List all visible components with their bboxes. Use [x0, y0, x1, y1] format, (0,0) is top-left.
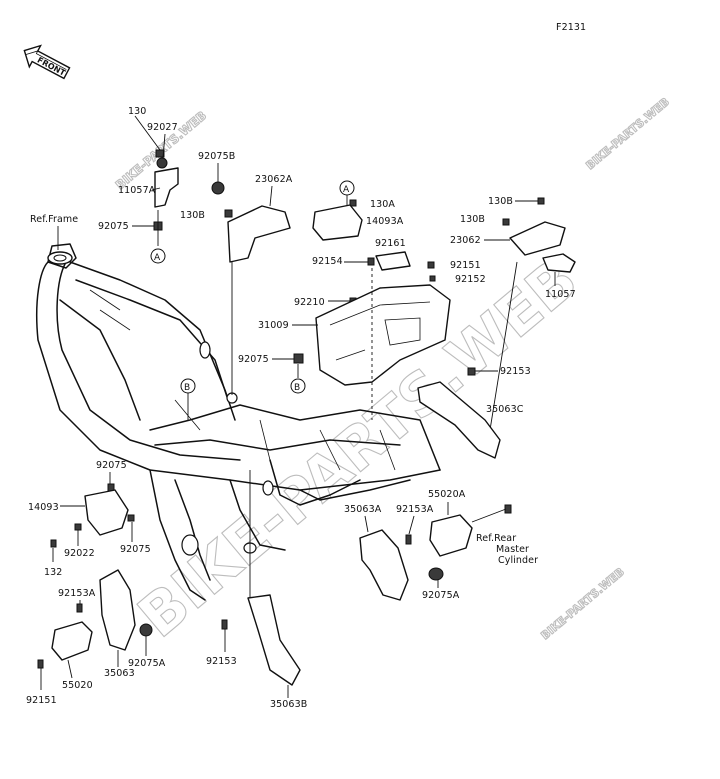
bolt-92151-b — [37, 659, 44, 669]
label-92075-c: 92075 — [96, 460, 127, 471]
step-bracket-center: 35063A 92153A 55020A 92075A Ref.Rear Mas… — [344, 489, 538, 601]
bolt-92153-b — [221, 619, 228, 630]
label-35063A: 35063A — [344, 504, 382, 515]
step-bracket-right: 92153 35063C — [417, 366, 531, 459]
label-55020: 55020 — [62, 680, 93, 691]
label-130B-b: 130B — [488, 196, 513, 207]
front-arrow: FRONT — [23, 44, 71, 80]
label-92075-a: 92075 — [98, 221, 129, 232]
bolt-92154 — [367, 257, 375, 266]
bracket-35063C — [417, 381, 501, 459]
clip-92152 — [429, 275, 436, 282]
battery-case-group: A 130A 14093A 92161 92154 92151 92152 92… — [238, 180, 486, 420]
bracket-11057 — [542, 253, 576, 273]
clip-92022 — [74, 523, 82, 531]
main-frame — [35, 243, 441, 601]
battery-case-31009 — [315, 284, 451, 386]
label-92075B: 92075B — [198, 151, 235, 162]
label-92153-a: 92153 — [500, 366, 531, 377]
label-132: 132 — [44, 567, 62, 578]
bolt-130B-b — [537, 197, 545, 205]
step-bracket-left: 92153A 92075A 35063 55020 92151 — [26, 569, 166, 706]
grommet-92075B — [211, 181, 225, 195]
label-92210: 92210 — [294, 297, 325, 308]
label-92027: 92027 — [147, 122, 178, 133]
bracket-23062A — [227, 205, 291, 263]
collar-92075A-a — [428, 567, 444, 581]
bracket-23062 — [509, 221, 566, 256]
label-11057A: 11057A — [118, 185, 156, 196]
collar-92075-d — [127, 514, 135, 522]
pad-92161 — [375, 251, 411, 271]
label-92075-b: 92075 — [238, 354, 269, 365]
label-31009: 31009 — [258, 320, 289, 331]
bracket-group-top-left: 130 92027 11057A 92075B 92075 A 130B 230… — [98, 106, 293, 395]
label-92022: 92022 — [64, 548, 95, 559]
grommet-92027 — [156, 157, 168, 169]
marker-a-left: A — [154, 253, 161, 263]
collar-92075A-b — [139, 623, 153, 637]
bracket-35063 — [99, 569, 136, 651]
bracket-group-top-right: 130B 130B 23062 11057 — [450, 196, 576, 431]
label-92075-d: 92075 — [120, 544, 151, 555]
label-92075A-a: 92075A — [422, 590, 460, 601]
ref-frame-label: Ref.Frame — [30, 214, 78, 225]
stay-bottom-center: 92153 35063B — [206, 470, 307, 710]
label-92152: 92152 — [455, 274, 486, 285]
label-130B-a: 130B — [180, 210, 205, 221]
marker-a-top: A — [343, 185, 350, 195]
bolt-92153A-a — [405, 534, 412, 545]
diagram-code: F2131 — [556, 22, 586, 33]
cover-14093 — [84, 489, 129, 536]
label-92153A-b: 92153A — [58, 588, 96, 599]
ref-rear-label-2: Master — [496, 544, 529, 555]
marker-b-left: B — [184, 383, 190, 393]
left-cover-group: 92075 14093 92075 92022 132 — [28, 460, 151, 578]
bolt-92153A-b — [76, 603, 83, 613]
label-92153A-a: 92153A — [396, 504, 434, 515]
cover-14093A — [312, 204, 363, 241]
label-14093A: 14093A — [366, 216, 404, 227]
bolt-92153-a — [467, 367, 476, 376]
bolt-130B-a — [224, 209, 233, 218]
ref-rear-label-1: Ref.Rear — [476, 533, 516, 544]
collar-92075-b — [293, 353, 304, 364]
label-130: 130 — [128, 106, 146, 117]
guard-55020A — [429, 514, 473, 557]
bolt-132 — [50, 539, 57, 548]
label-92153-b: 92153 — [206, 656, 237, 667]
label-14093: 14093 — [28, 502, 59, 513]
label-92151-b: 92151 — [26, 695, 57, 706]
label-35063: 35063 — [104, 668, 135, 679]
label-92154: 92154 — [312, 256, 343, 267]
marker-b-right: B — [294, 383, 300, 393]
label-92151-a: 92151 — [450, 260, 481, 271]
bolt-130B-c — [502, 218, 510, 226]
ref-rear-label-3: Cylinder — [498, 555, 538, 566]
bolt-130A — [349, 199, 357, 207]
label-130B-c: 130B — [460, 214, 485, 225]
label-92075A-b: 92075A — [128, 658, 166, 669]
bracket-35063B — [247, 594, 301, 686]
label-11057: 11057 — [545, 289, 576, 300]
label-130A: 130A — [370, 199, 395, 210]
label-23062A: 23062A — [255, 174, 293, 185]
watermark-right-bottom: BIKE-PARTS.WEB — [539, 565, 627, 642]
label-55020A: 55020A — [428, 489, 466, 500]
label-23062: 23062 — [450, 235, 481, 246]
bracket-11057A — [154, 167, 179, 208]
label-35063B: 35063B — [270, 699, 307, 710]
guard-55020 — [51, 621, 93, 661]
bolt-92151-a — [427, 261, 435, 269]
bracket-35063A — [359, 529, 409, 601]
watermark-right-top: BIKE-PARTS.WEB — [584, 95, 672, 172]
label-92161: 92161 — [375, 238, 406, 249]
label-35063C: 35063C — [486, 404, 524, 415]
